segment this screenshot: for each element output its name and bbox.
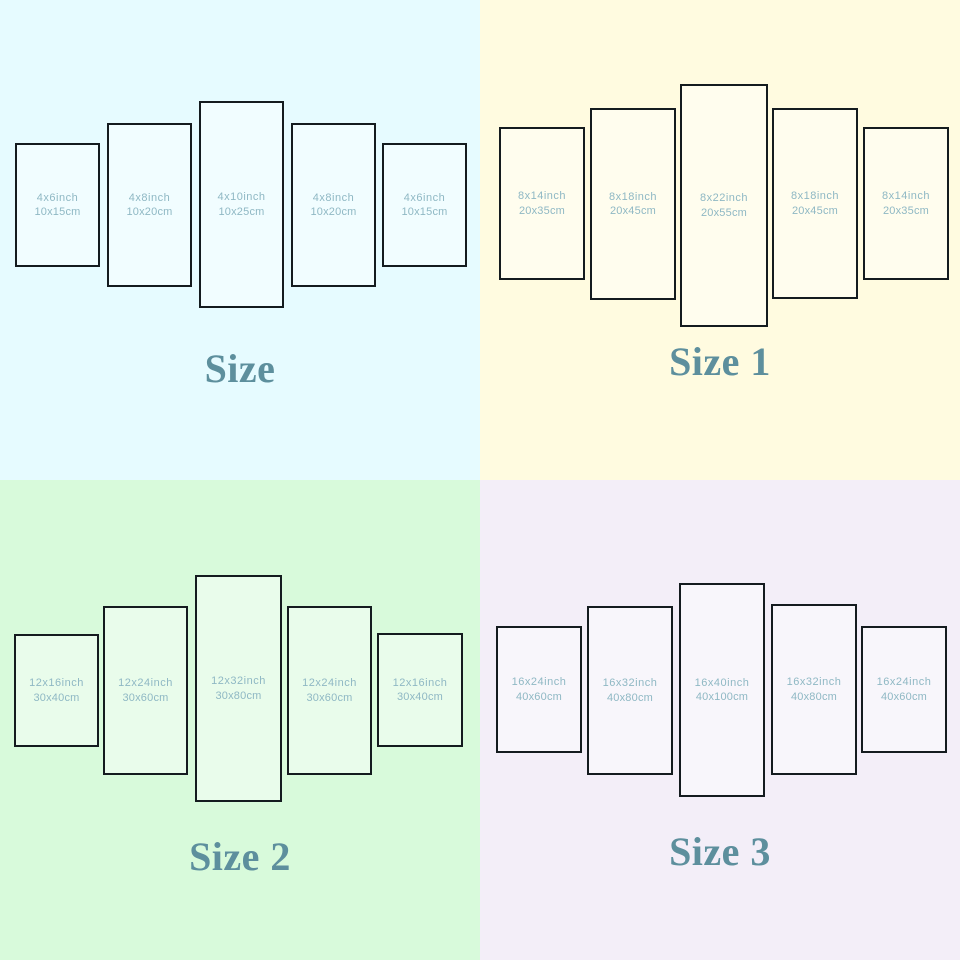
panel-size-centimeters: 20x35cm	[882, 204, 930, 217]
panel-size-centimeters: 20x45cm	[791, 204, 839, 217]
panel-size-centimeters: 30x60cm	[306, 691, 353, 704]
panel-size-centimeters: 40x80cm	[606, 691, 654, 704]
panel-size-centimeters: 10x15cm	[401, 206, 448, 218]
panel-size-inches: 16x32inch	[786, 676, 842, 689]
panel-size-inches: 12x16inch	[392, 676, 448, 689]
canvas-panel: 4x8inch 10x20cm	[107, 123, 192, 287]
panel-size-inches: 12x32inch	[211, 675, 266, 688]
panel-size-centimeters: 40x60cm	[515, 690, 563, 703]
panel-dimension-labels: 12x16inch 30x40cm	[393, 676, 448, 704]
panel-size-centimeters: 10x25cm	[218, 205, 265, 218]
panel-size-inches: 12x24inch	[302, 677, 357, 690]
panel-size-centimeters: 30x60cm	[122, 691, 169, 704]
panel-size-centimeters: 20x55cm	[700, 206, 748, 219]
panel-size-inches: 4x8inch	[128, 191, 171, 204]
panel-size-centimeters: 10x20cm	[310, 206, 357, 218]
panel-size-inches: 16x24inch	[876, 676, 932, 689]
panel-dimension-labels: 4x6inch 10x15cm	[34, 191, 80, 219]
panel-size-inches: 8x14inch	[881, 190, 931, 203]
panel-dimension-labels: 4x8inch 10x20cm	[310, 191, 356, 219]
panel-size-inches: 12x24inch	[118, 677, 173, 690]
canvas-panel: 4x8inch 10x20cm	[291, 123, 376, 287]
canvas-panel: 8x18inch 20x45cm	[590, 108, 676, 300]
size-option-title-size: Size	[204, 346, 276, 391]
panel-size-centimeters: 30x40cm	[33, 691, 80, 704]
panel-size-inches: 8x18inch	[608, 190, 658, 203]
panel-size-inches: 4x6inch	[403, 191, 446, 204]
panel-size-centimeters: 10x15cm	[34, 206, 81, 218]
panel-dimension-labels: 4x8inch 10x20cm	[126, 191, 172, 219]
panel-size-centimeters: 40x80cm	[790, 690, 838, 703]
panel-size-inches: 8x14inch	[517, 190, 567, 203]
canvas-panel: 4x6inch 10x15cm	[15, 143, 100, 267]
panel-size-centimeters: 20x35cm	[518, 204, 566, 217]
panel-size-centimeters: 30x80cm	[215, 689, 262, 702]
panel-size-inches: 4x8inch	[312, 191, 355, 204]
panel-size-centimeters: 10x20cm	[126, 206, 173, 218]
panel-dimension-labels: 8x18inch 20x45cm	[609, 190, 657, 218]
panel-size-centimeters: 40x60cm	[880, 690, 928, 703]
panel-size-centimeters: 30x40cm	[396, 691, 444, 703]
panel-size-inches: 8x22inch	[699, 192, 749, 205]
panel-size-inches: 8x18inch	[790, 190, 840, 203]
panel-size-inches: 4x10inch	[217, 191, 266, 204]
canvas-panel: 16x40inch 40x100cm	[679, 583, 765, 797]
panel-size-inches: 16x32inch	[602, 677, 658, 690]
panel-size-centimeters: 20x45cm	[609, 205, 657, 217]
panel-size-inches: 16x24inch	[511, 676, 567, 689]
panel-dimension-labels: 16x40inch 40x100cm	[695, 676, 750, 704]
size-option-title-size-1: Size 1	[669, 339, 771, 384]
panel-size-inches: 16x40inch	[694, 676, 750, 689]
panel-size-inches: 12x16inch	[29, 677, 84, 690]
size-option-title-size-3: Size 3	[669, 829, 771, 874]
panel-size-inches: 4x6inch	[36, 191, 79, 204]
canvas-panel: 4x6inch 10x15cm	[382, 143, 467, 267]
panel-size-centimeters: 40x100cm	[695, 691, 749, 703]
canvas-panel: 12x16inch 30x40cm	[377, 633, 463, 747]
panel-dimension-labels: 4x6inch 10x15cm	[401, 191, 447, 219]
size-option-title-size-2: Size 2	[189, 834, 291, 879]
